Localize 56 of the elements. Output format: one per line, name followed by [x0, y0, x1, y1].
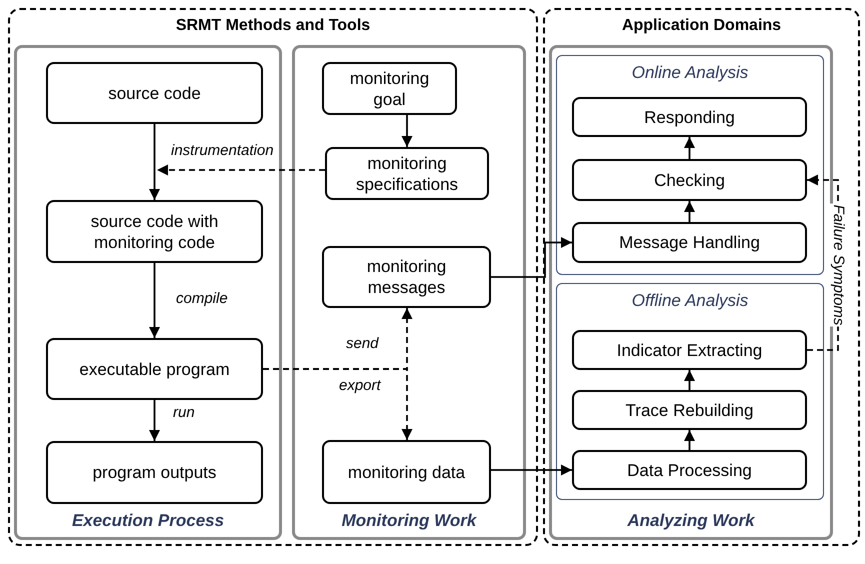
process-box [322, 62, 457, 115]
arrow [491, 464, 572, 476]
box-label: monitoring specifications [354, 152, 460, 194]
process-box [46, 200, 263, 263]
process-box [322, 440, 491, 504]
panel [292, 45, 526, 540]
process-box [572, 330, 807, 370]
box-label: source code with monitoring code [90, 210, 220, 252]
process-box [572, 222, 807, 263]
dashed-frame [543, 8, 860, 546]
arrow [684, 370, 695, 390]
process-box [572, 159, 807, 201]
edge-label: compile [175, 290, 229, 308]
process-box [46, 441, 263, 504]
panel-title: Execution Process [70, 510, 226, 532]
dashed-arrow [157, 164, 325, 176]
dashed-frame [8, 8, 538, 546]
panel [14, 45, 282, 540]
box-label: Data Processing [627, 460, 752, 480]
box-label: monitoring goal [348, 68, 430, 110]
process-box [572, 390, 807, 430]
group-box [556, 283, 824, 500]
group-title: Online Analysis [630, 62, 750, 84]
panel-title: Monitoring Work [340, 510, 478, 532]
box-label: monitoring data [348, 462, 466, 482]
panel-title: Analyzing Work [626, 510, 756, 532]
arrow [149, 400, 160, 441]
process-box [322, 246, 491, 308]
group-box [556, 55, 824, 275]
box-label: source code [108, 82, 201, 104]
group-title: Offline Analysis [630, 290, 750, 312]
arrow [684, 201, 695, 222]
box-label: Message Handling [619, 232, 760, 253]
box-label: Checking [654, 170, 725, 190]
frame-title: SRMT Methods and Tools [174, 16, 372, 36]
process-box [46, 62, 263, 124]
box-label: Indicator Extracting [616, 340, 762, 360]
process-box [572, 450, 807, 490]
process-box [46, 338, 263, 400]
arrow [684, 430, 695, 450]
box-label: program outputs [92, 462, 216, 483]
box-label: monitoring messages [366, 256, 448, 298]
arrow [149, 124, 160, 200]
edge-label: export [338, 377, 382, 395]
box-label: Responding [644, 106, 735, 128]
arrow [491, 237, 572, 278]
arrow [402, 115, 412, 147]
frame-title: Application Domains [620, 16, 782, 36]
edge-label: Failure Symptoms [829, 204, 847, 326]
arrow [149, 263, 160, 338]
process-box [572, 97, 807, 137]
process-box [325, 147, 489, 200]
box-label: executable program [79, 358, 230, 380]
arrow [684, 137, 695, 159]
dashed-arrow [263, 368, 412, 440]
box-label: Trace Rebuilding [626, 400, 754, 420]
